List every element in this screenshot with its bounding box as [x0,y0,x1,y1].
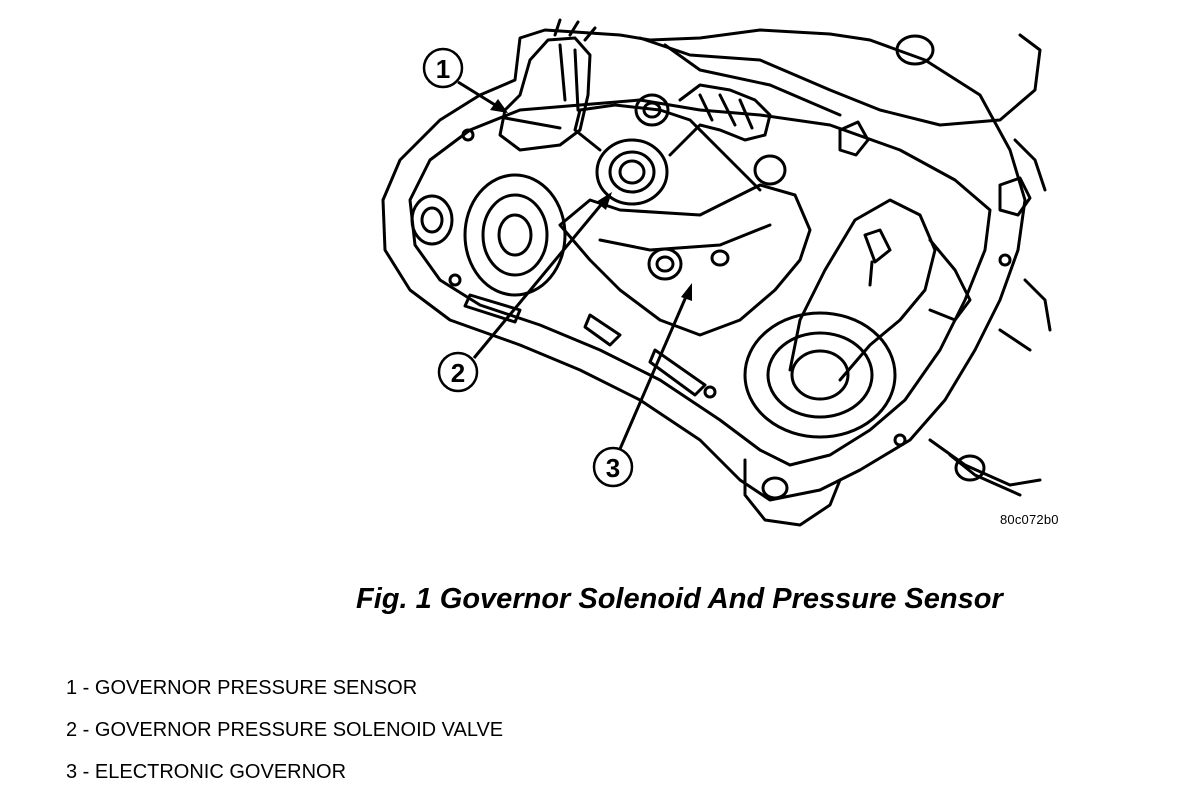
governor-bracket [788,198,937,382]
solenoid-retainer-bolt [634,93,670,127]
callout-1-label: 1 [436,54,450,84]
solenoid-valve-body [595,138,669,206]
electronic-governor-housing [558,183,812,337]
wiring-harness [668,83,772,157]
callout-2: 2 [437,192,612,393]
left-accumulator [463,173,567,297]
governor-assembly-illustration: 1 2 3 [381,18,1052,527]
callout-1: 1 [422,47,508,113]
pressure-sensor-body [498,36,592,152]
top-cover [638,33,1042,127]
legend-item-3: 3 - ELECTRONIC GOVERNOR [66,761,347,783]
callout-2-label: 2 [451,358,465,388]
parts-legend: 1 - GOVERNOR PRESSURE SENSOR 2 - GOVERNO… [66,676,503,802]
figure-caption: Fig. 1 Governor Solenoid And Pressure Se… [356,583,1003,615]
callout-3: 3 [592,283,692,488]
callout-3-label: 3 [606,453,620,483]
lower-bolt [954,454,986,482]
figure-reference-code: 80c072b0 [1000,512,1059,527]
bracket-stud [863,228,892,287]
valve-body-outline [381,28,1027,502]
gasket-outline [408,98,992,467]
lower-mounting-tab [743,458,842,527]
left-bolt-hole [410,194,454,246]
governor-bolt-head [647,247,683,281]
cover-bolt-hole [895,34,935,66]
legend-item-2: 2 - GOVERNOR PRESSURE SOLENOID VALVE [66,719,504,741]
legend-item-1: 1 - GOVERNOR PRESSURE SENSOR [66,677,418,699]
right-accumulator [743,311,897,439]
